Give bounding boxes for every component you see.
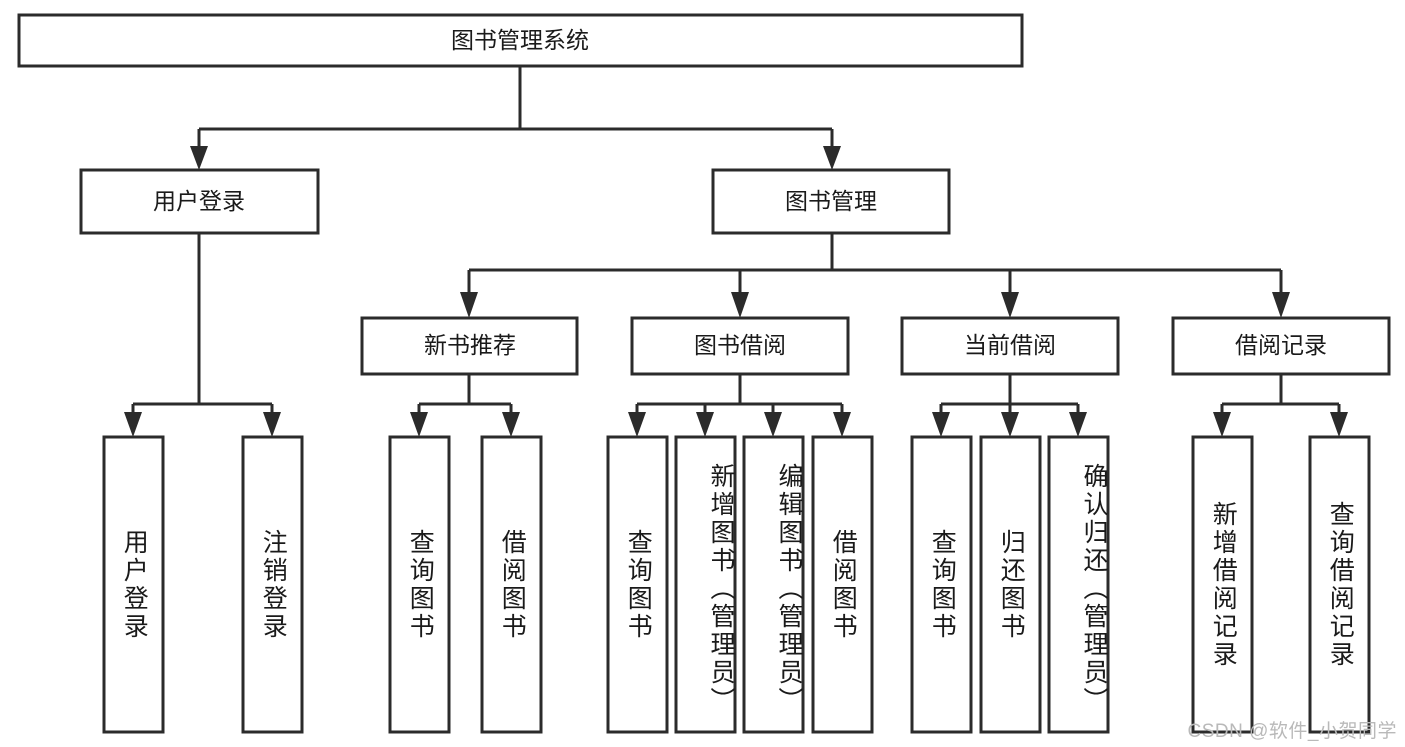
node-new-book-recommend-label: 新书推荐 [424,332,516,358]
arrow-head-user-login [190,146,208,170]
arrow-head-book-borrow [731,292,749,318]
arrow-head-borrow-record [1272,292,1290,318]
arrow-head-leaf-3 [502,412,520,437]
node-current-borrow[interactable]: 当前借阅 [900,316,1120,376]
leaf-box-4[interactable] [606,435,669,734]
arrow-head-leaf-12 [1330,412,1348,437]
node-borrow-record-label: 借阅记录 [1235,332,1327,358]
connector-bookborrow-to-leaves [628,374,851,437]
arrow-head-leaf-6 [764,412,782,437]
arrow-head-leaf-10 [1069,412,1087,437]
leaf-box-3[interactable] [480,435,543,734]
leaf-boxes [102,435,1371,734]
leaf-box-10[interactable] [1047,435,1110,734]
arrow-head-leaf-7 [833,412,851,437]
node-new-book-recommend[interactable]: 新书推荐 [360,316,579,376]
arrow-head-leaf-9 [1001,412,1019,437]
arrow-head-new-book-recommend [460,292,478,318]
leaf-box-11[interactable] [1191,435,1254,734]
node-user-login-label: 用户登录 [153,188,245,214]
arrow-head-leaf-8 [932,412,950,437]
csdn-watermark: CSDN @软件_小贺同学 [1187,721,1397,742]
leaf-box-12[interactable] [1308,435,1371,734]
connector-userlogin-to-leaves [124,233,281,437]
leaf-box-6[interactable] [742,435,805,734]
arrow-head-leaf-0 [124,412,142,437]
node-book-management-label: 图书管理 [785,188,877,214]
arrow-head-leaf-2 [410,412,428,437]
leaf-box-8[interactable] [910,435,973,734]
leaf-box-5[interactable] [674,435,737,734]
node-book-borrow[interactable]: 图书借阅 [630,316,850,376]
connector-borrowrecord-to-leaves [1213,374,1348,437]
arrow-head-leaf-5 [696,412,714,437]
node-root-label: 图书管理系统 [451,27,589,53]
arrow-head-current-borrow [1001,292,1019,318]
node-book-borrow-label: 图书借阅 [694,332,786,358]
node-user-login[interactable]: 用户登录 [79,168,320,235]
connector-currentborrow-to-leaves [932,374,1087,437]
node-root[interactable]: 图书管理系统 [17,13,1024,68]
connector-newbook-to-leaves [410,374,520,437]
arrow-head-leaf-4 [628,412,646,437]
leaf-box-0[interactable] [102,435,165,734]
leaf-box-9[interactable] [979,435,1042,734]
arrow-head-leaf-1 [263,412,281,437]
arrow-head-leaf-11 [1213,412,1231,437]
leaf-box-1[interactable] [241,435,304,734]
node-borrow-record[interactable]: 借阅记录 [1171,316,1391,376]
leaf-box-7[interactable] [811,435,874,734]
node-current-borrow-label: 当前借阅 [964,332,1056,358]
connector-root-to-level1 [190,66,841,170]
connector-bookmanage-to-level2 [460,233,1290,318]
node-book-management[interactable]: 图书管理 [711,168,951,235]
leaf-box-2[interactable] [388,435,451,734]
arrow-head-book-manage [823,146,841,170]
